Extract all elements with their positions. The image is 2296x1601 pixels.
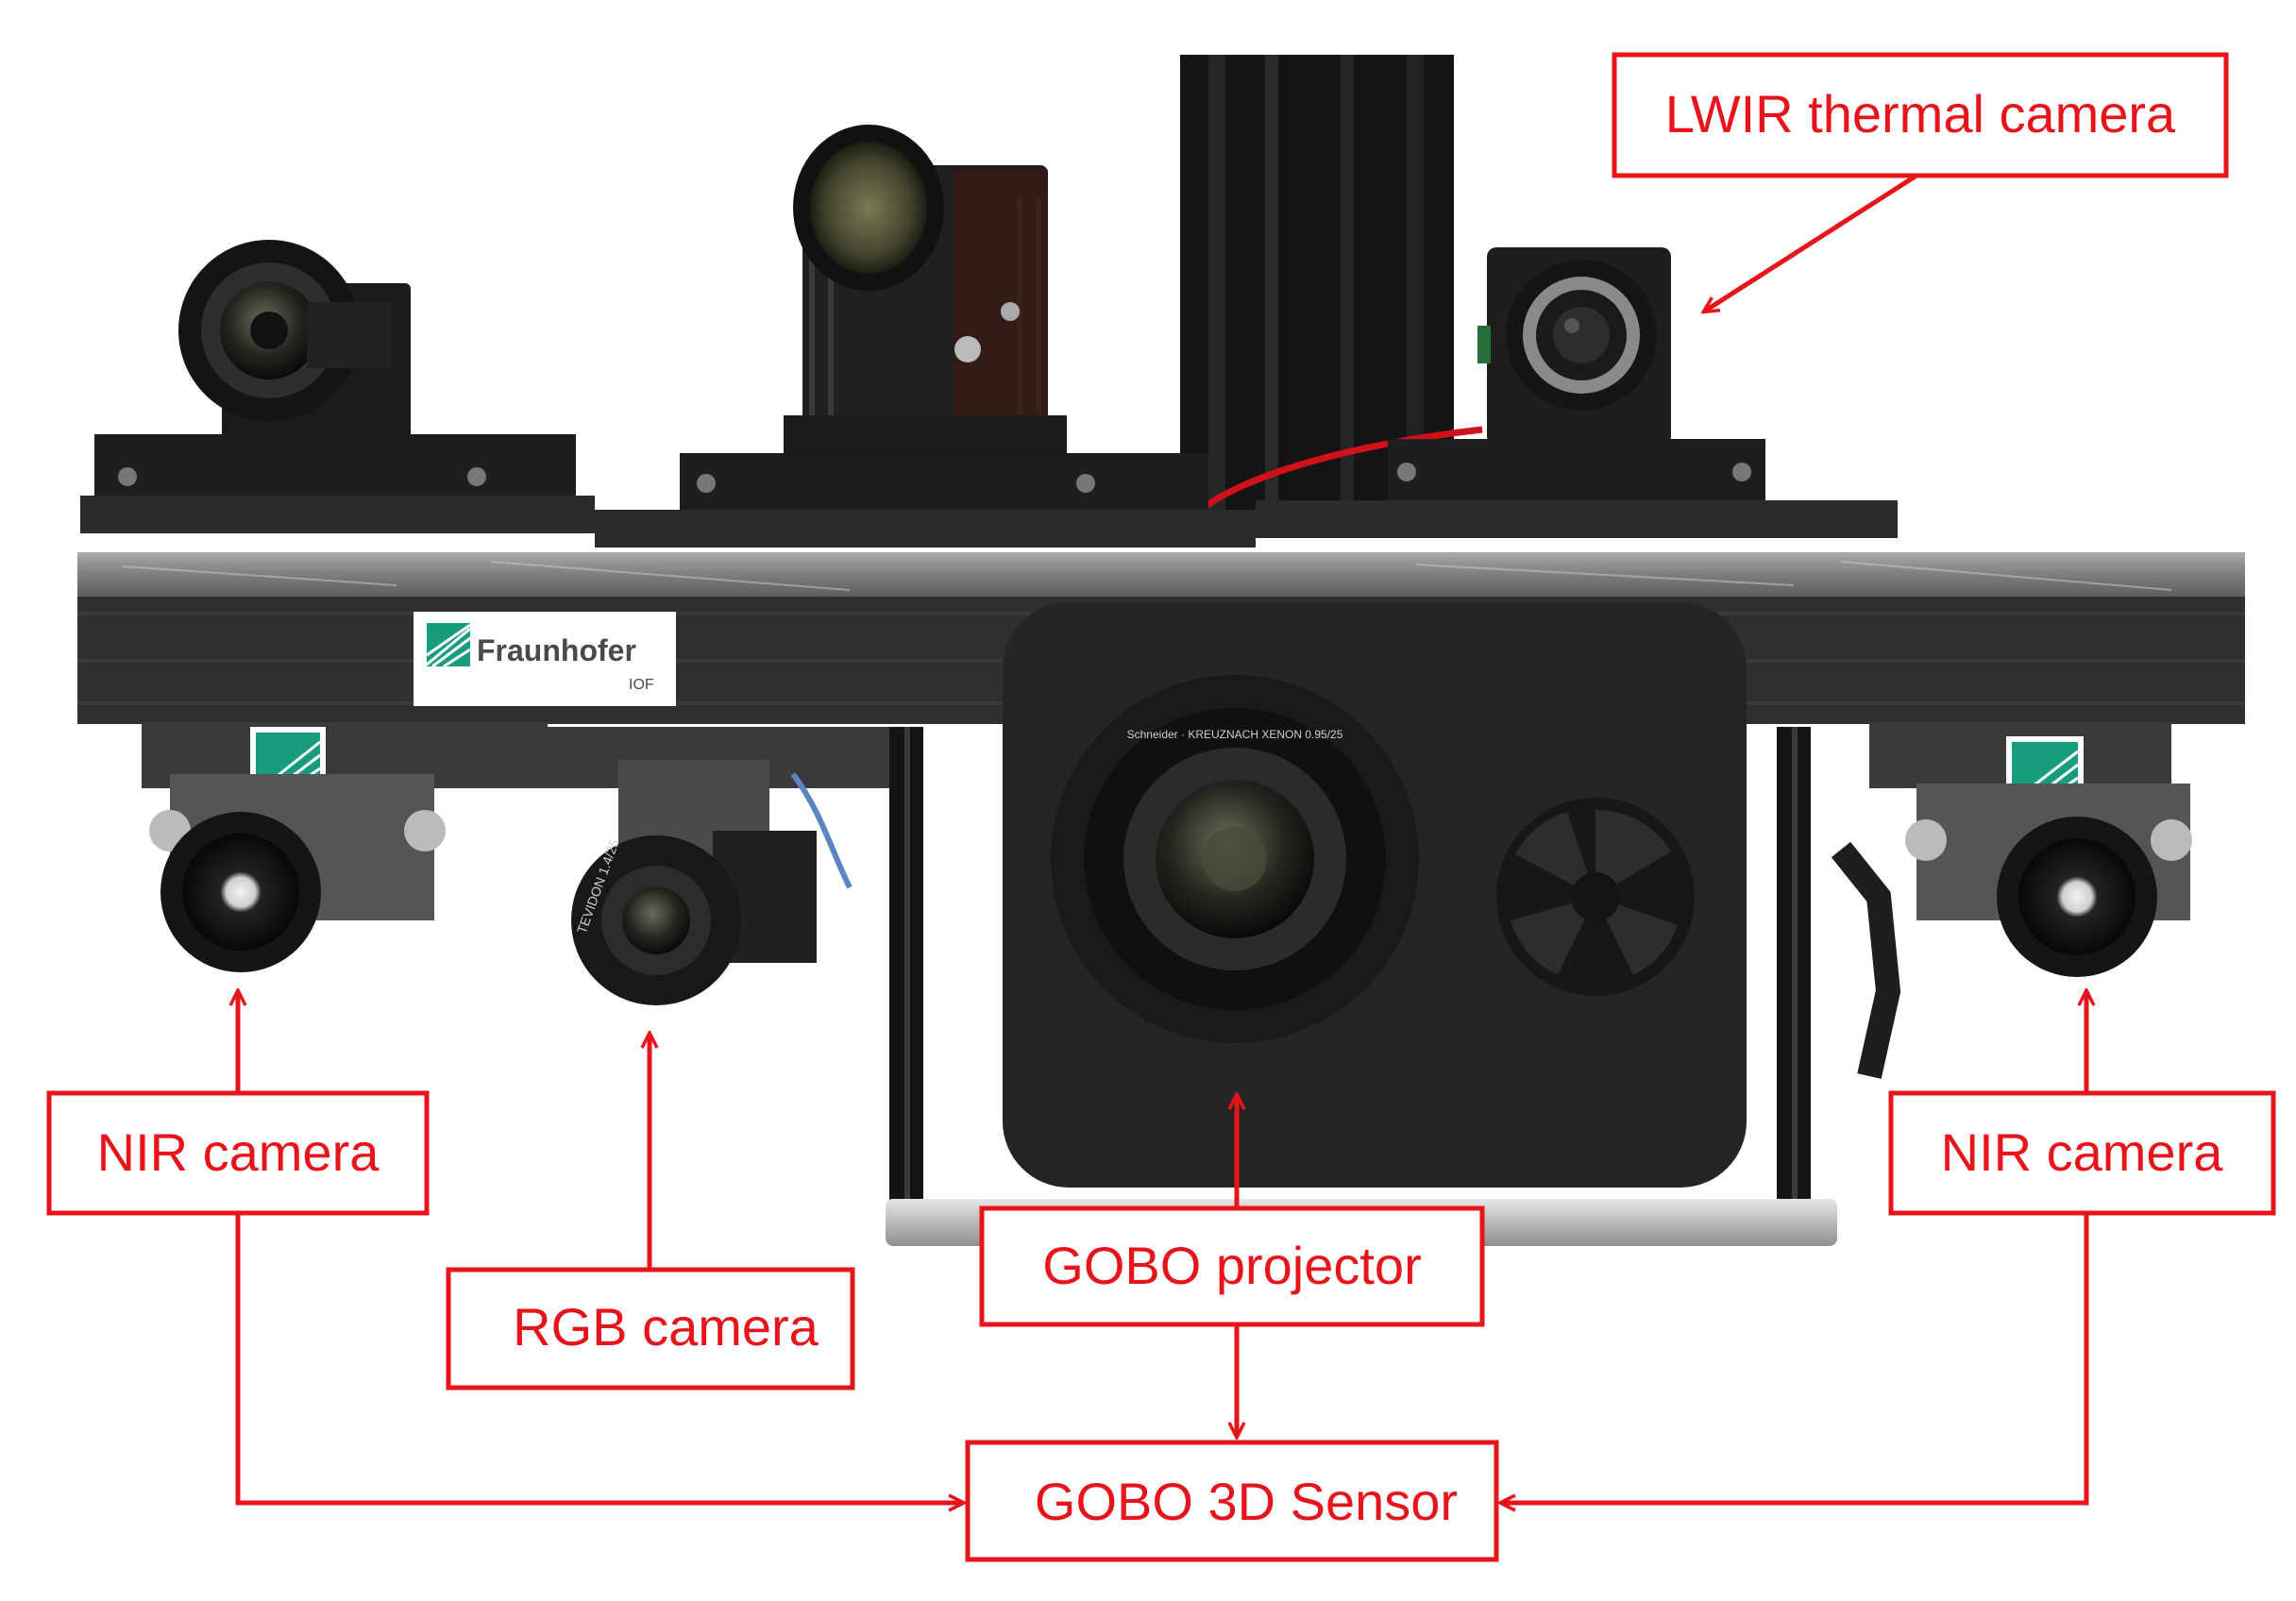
fan-grille bbox=[1496, 798, 1695, 996]
aluminium-plate bbox=[77, 552, 2245, 599]
svg-text:LWIR thermal camera: LWIR thermal camera bbox=[1665, 84, 2176, 143]
nir-camera-right bbox=[1831, 736, 2192, 1079]
top-center-camera bbox=[784, 125, 1067, 458]
label-lwir: LWIR thermal camera bbox=[1612, 52, 2229, 178]
lwir-camera bbox=[1477, 247, 1671, 446]
label-nir-right: NIR camera bbox=[1888, 1090, 2276, 1216]
logo-institute: IOF bbox=[629, 677, 654, 693]
svg-text:RGB camera: RGB camera bbox=[513, 1297, 819, 1357]
label-gobo-projector: GOBO projector bbox=[979, 1205, 1485, 1327]
svg-text:NIR camera: NIR camera bbox=[97, 1122, 380, 1182]
top-mount-left bbox=[80, 434, 595, 533]
gobo-projector: Schneider · KREUZNACH XENON 0.95/25 bbox=[1003, 602, 1747, 1188]
fraunhofer-logo: Fraunhofer IOF bbox=[414, 612, 676, 706]
rgb-camera: TEVIDON 1.4/25 bbox=[571, 760, 853, 1005]
top-left-camera bbox=[178, 240, 411, 439]
label-rgb: RGB camera bbox=[446, 1267, 855, 1390]
rig-photo: Fraunhofer IOF Schneider · KREUZNACH X bbox=[77, 55, 2245, 1246]
nir-right-to-sensor-arrow bbox=[1501, 1213, 2089, 1503]
svg-text:GOBO projector: GOBO projector bbox=[1042, 1236, 1421, 1295]
svg-text:NIR camera: NIR camera bbox=[1941, 1122, 2224, 1182]
nir-left-to-sensor-arrow bbox=[235, 1213, 963, 1503]
projector-lens-text: Schneider · KREUZNACH XENON 0.95/25 bbox=[1127, 728, 1343, 741]
svg-text:GOBO 3D Sensor: GOBO 3D Sensor bbox=[1035, 1472, 1458, 1531]
top-mount-right bbox=[1256, 439, 1898, 538]
lwir-arrow bbox=[1704, 173, 1918, 312]
red-cable bbox=[1191, 426, 1483, 517]
label-nir-left: NIR camera bbox=[46, 1090, 430, 1216]
projector-pillars bbox=[889, 727, 1811, 1218]
nir-camera-left bbox=[149, 727, 446, 972]
annotations bbox=[235, 173, 2089, 1503]
top-mount-center bbox=[595, 453, 1256, 548]
label-gobo-sensor: GOBO 3D Sensor bbox=[965, 1440, 1499, 1562]
logo-brand: Fraunhofer bbox=[477, 633, 636, 667]
label-boxes: LWIR thermal camera NIR camera RGB camer… bbox=[46, 52, 2276, 1562]
mounting-column bbox=[1180, 55, 1454, 527]
